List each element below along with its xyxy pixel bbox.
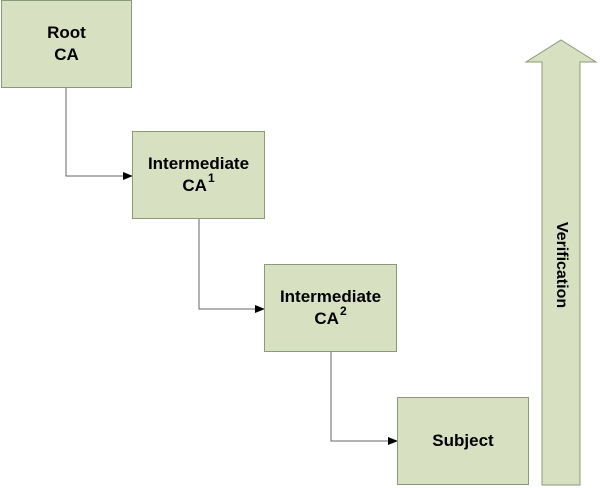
intermediate-ca-1-line2: CA1 bbox=[182, 172, 214, 197]
subject-box: Subject bbox=[397, 397, 529, 485]
root-ca-line1: Root bbox=[47, 23, 86, 42]
root-ca-line2: CA bbox=[54, 45, 79, 64]
intermediate-ca-2-box: Intermediate CA2 bbox=[264, 264, 397, 352]
intermediate-ca-2-label: CA bbox=[314, 309, 339, 328]
connector-root-to-intermediate1 bbox=[65, 88, 133, 180]
verification-label: Verification bbox=[553, 221, 570, 309]
root-ca-box: Root CA bbox=[1, 0, 132, 88]
connector-intermediate1-to-intermediate2 bbox=[198, 219, 265, 313]
subject-label: Subject bbox=[432, 431, 494, 450]
intermediate-ca-1-superscript: 1 bbox=[207, 171, 215, 186]
verification-arrow bbox=[524, 39, 598, 486]
intermediate-ca-1-box: Intermediate CA1 bbox=[132, 131, 265, 219]
intermediate-ca-2-line1: Intermediate bbox=[279, 287, 382, 306]
connector-intermediate2-to-subject bbox=[330, 352, 398, 445]
intermediate-ca-2-superscript: 2 bbox=[339, 304, 347, 319]
intermediate-ca-2-line2: CA2 bbox=[314, 305, 346, 330]
intermediate-ca-1-line1: Intermediate bbox=[147, 154, 250, 173]
intermediate-ca-1-label: CA bbox=[182, 176, 207, 195]
